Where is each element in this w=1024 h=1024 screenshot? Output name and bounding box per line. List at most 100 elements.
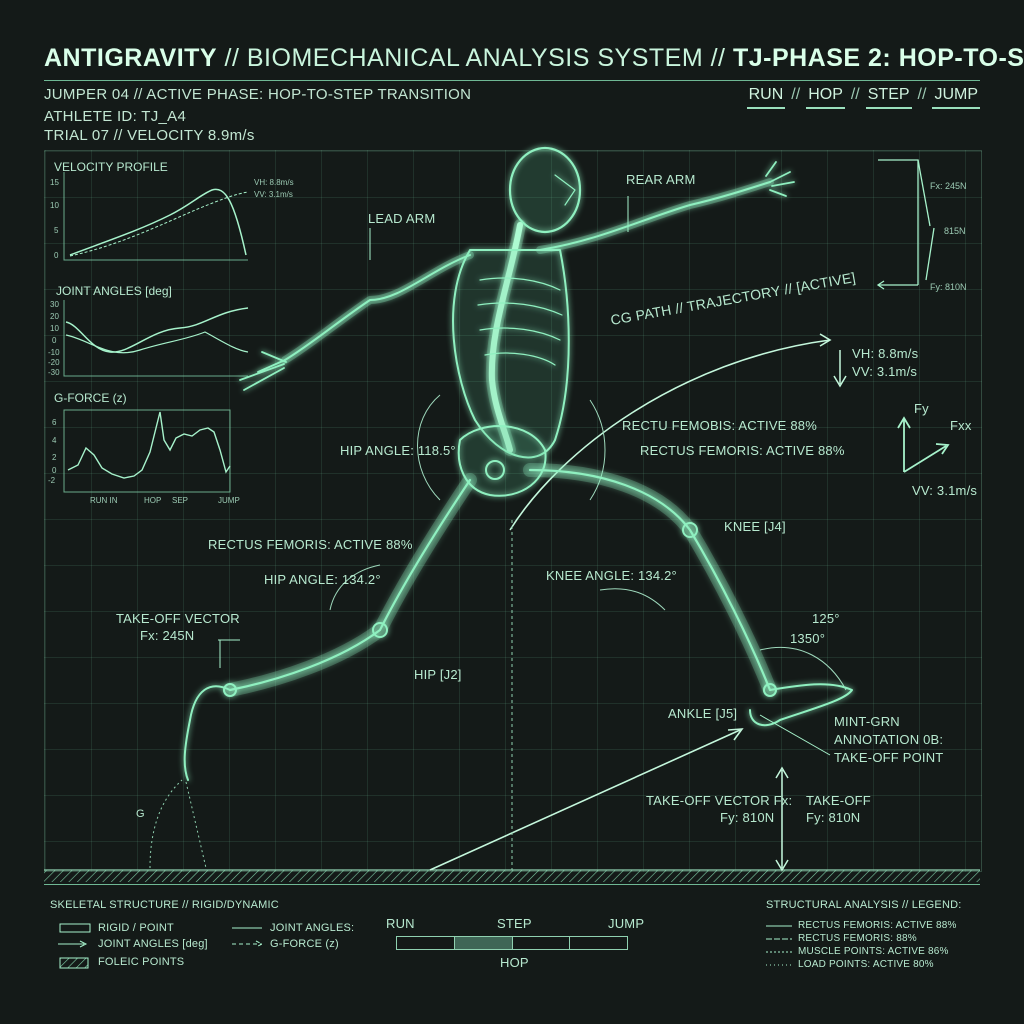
page-title: ANTIGRAVITY // BIOMECHANICAL ANALYSIS SY… (44, 44, 1024, 72)
gforce-panel-title: G-FORCE (z) (54, 391, 127, 405)
ankle-joint (763, 683, 777, 697)
vh-label: VH: 8.8m/s (852, 346, 919, 361)
rear-arm (539, 181, 771, 251)
joint-ytick: 20 (50, 312, 59, 321)
gforce-ytick: 4 (52, 436, 57, 445)
velocity-curve-vh (69, 188, 247, 256)
gforce-frame (63, 409, 231, 493)
phase-segment-jump (570, 937, 627, 949)
phase-segment-run (397, 937, 455, 949)
joint-panel-title: JOINT ANGLES [deg] (56, 284, 172, 298)
tab-jump[interactable]: JUMP (932, 86, 980, 109)
tab-hop[interactable]: HOP (806, 86, 845, 109)
lead-arm (284, 254, 471, 361)
force-fy: Fy: 810N (930, 282, 967, 292)
joint-ytick: 0 (52, 336, 57, 345)
trial-velocity-text: TRIAL 07 // VELOCITY 8.9m/s (44, 127, 255, 144)
velocity-ytick: 0 (54, 251, 59, 260)
knee-joint-rear (372, 622, 388, 638)
annotation-line-2: ANNOTATION 0B: (834, 732, 944, 747)
force-fx: Fx: 245N (930, 181, 967, 191)
skull (508, 146, 582, 234)
takeoff-fx-label: Fx: 245N (140, 628, 195, 643)
phase-progress-bar (396, 936, 628, 950)
hip-j2-label: HIP [J2] (414, 667, 462, 682)
gforce-ytick: 2 (52, 453, 57, 462)
legend-foleic-swatch (59, 957, 89, 969)
footer-legend (44, 884, 980, 985)
velocity-panel-title: VELOCITY PROFILE (54, 160, 168, 174)
phase-label-step: STEP (497, 916, 532, 931)
hip-angle-label-1: HIP ANGLE: 118.5° (340, 443, 456, 458)
velocity-ytick: 15 (50, 178, 59, 187)
force-diagonal (917, 159, 931, 227)
gforce-xtick: RUN IN (90, 496, 118, 505)
vv-axis-label: VV: 3.1m/s (912, 483, 978, 498)
rear-foot (183, 685, 231, 781)
legend-joint-arrow (58, 940, 88, 948)
annotation-line-1: MINT-GRN (834, 714, 900, 729)
footer-left-title: SKELETAL STRUCTURE // RIGID/DYNAMIC (50, 899, 279, 911)
cg-path-curve (509, 339, 831, 531)
gforce-xtick: JUMP (218, 496, 240, 505)
velocity-legend-vv: VV: 3.1m/s (254, 190, 293, 199)
hip-angle-label-2: HIP ANGLE: 134.2° (264, 572, 381, 587)
athlete-id-text: ATHLETE ID: TJ_A4 (44, 108, 187, 125)
joint-ytick: 30 (50, 300, 59, 309)
joint-axes (63, 300, 248, 377)
fy-axis-label: Fy (914, 401, 929, 416)
velocity-axes (63, 172, 248, 261)
legend-right-label-3: MUSCLE POINTS: ACTIVE 86% (798, 946, 949, 957)
nav-separator: // (917, 86, 927, 103)
velocity-legend-vh: VH: 8.8m/s (254, 178, 294, 187)
vv-label: VV: 3.1m/s (852, 364, 918, 379)
athlete-figure (183, 146, 853, 781)
tab-step[interactable]: STEP (865, 86, 912, 109)
tab-run[interactable]: RUN (746, 86, 786, 109)
knee-joint-front (682, 522, 698, 538)
small-symbol: G (136, 808, 145, 820)
knee-angle-label: KNEE ANGLE: 134.2° (546, 568, 677, 583)
takeoff-vec-fy-label: Fy: 810N (720, 810, 775, 825)
rectus-label-left: RECTUS FEMORIS: ACTIVE 88% (208, 537, 413, 552)
legend-joint-angles-label: JOINT ANGLES: (270, 922, 355, 934)
velocity-ytick: 5 (54, 226, 59, 235)
front-leg (528, 468, 772, 692)
phase-segment-hop (454, 937, 513, 949)
takeoff-vec-fx-label: TAKE-OFF VECTOR Fx: (646, 793, 793, 808)
force-mid: 815N (944, 226, 966, 236)
angle-1350-label: 1350° (790, 631, 826, 646)
header-divider (44, 80, 980, 81)
phase-label-hop: HOP (500, 955, 529, 970)
takeoff-right-label-1: TAKE-OFF (806, 793, 871, 808)
legend-joint-label: JOINT ANGLES [deg] (98, 938, 208, 950)
lead-hand (239, 351, 287, 391)
phase-label-jump: JUMP (608, 916, 645, 931)
gforce-xtick: SEP (172, 496, 189, 505)
ground-hatch (44, 870, 980, 882)
phase-nav: RUN // HOP // STEP // JUMP (746, 86, 980, 109)
nav-separator: // (850, 86, 860, 103)
joint-ytick: 10 (50, 324, 59, 333)
legend-foleic-label: FOLEIC POINTS (98, 956, 185, 968)
force-frame (878, 159, 919, 285)
rectus-label-2: RECTUS FEMORIS: ACTIVE 88% (640, 443, 845, 458)
force-axis-gizmo (897, 416, 950, 473)
legend-right-label-1: RECTUS FEMORIS: ACTIVE 88% (798, 920, 957, 931)
legend-gforce-line (232, 940, 264, 948)
legend-rigid-swatch (59, 923, 91, 933)
front-foot (749, 683, 853, 727)
ankle-j5-label: ANKLE [J5] (668, 706, 738, 721)
gforce-ytick: 6 (52, 418, 57, 427)
ankle-joint-rear (223, 683, 237, 697)
joint-ytick: -10 (48, 348, 60, 357)
rectus-label-1: RECTU FEMOBIS: ACTIVE 88% (622, 418, 817, 433)
jumper-phase-text: JUMPER 04 // ACTIVE PHASE: HOP-TO-STEP T… (44, 86, 472, 103)
gforce-ytick: 0 (52, 466, 57, 475)
joint-curve-2 (65, 331, 249, 354)
joint-ytick: -30 (48, 368, 60, 377)
angle-125-label: 125° (812, 611, 840, 626)
phase-label-run: RUN (386, 916, 415, 931)
